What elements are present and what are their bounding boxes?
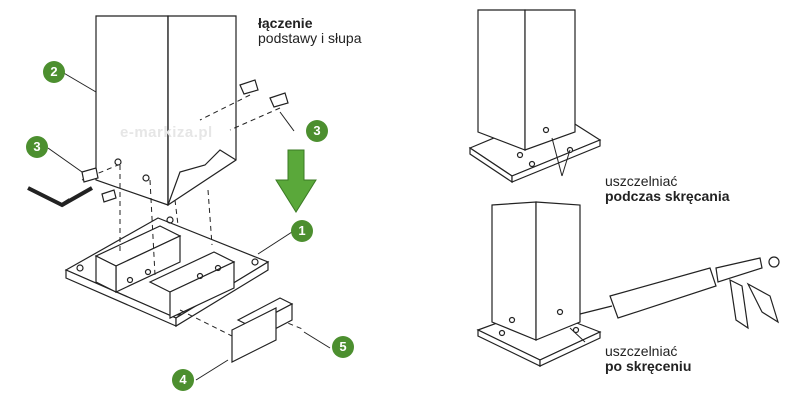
watermark: e-markiza.pl bbox=[120, 124, 213, 141]
end-cap-drawing bbox=[231, 297, 294, 363]
callout-screw-left: 3 bbox=[26, 136, 48, 158]
caulking-gun bbox=[609, 267, 717, 319]
assembly-caption-line1: łączenie bbox=[258, 15, 313, 31]
seal-during-caption-line1: uszczelniać bbox=[605, 173, 678, 189]
callout-cover-plate: 4 bbox=[172, 369, 194, 391]
seal-after-caption: uszczelniać po skręceniu bbox=[605, 344, 691, 374]
screws-drawing bbox=[81, 79, 289, 203]
seal-after-caption-line1: uszczelniać bbox=[605, 343, 678, 359]
direction-arrow bbox=[275, 149, 317, 213]
seal-after-caption-line2: po skręceniu bbox=[605, 358, 692, 374]
base-plate-drawing bbox=[64, 216, 270, 328]
assembly-caption-line2: podstawy i słupa bbox=[258, 30, 362, 46]
callout-screw-right: 3 bbox=[306, 120, 328, 142]
seal-during-caption: uszczelniać podczas skręcania bbox=[605, 174, 730, 204]
sealing-after-drawing bbox=[476, 201, 780, 367]
callout-base-plate: 1 bbox=[291, 220, 313, 242]
post-drawing bbox=[95, 15, 237, 207]
assembly-caption: łączenie podstawy i słupa bbox=[258, 16, 362, 46]
sealing-during-drawing bbox=[468, 9, 602, 184]
callout-post: 2 bbox=[43, 61, 65, 83]
callout-end-cap: 5 bbox=[332, 336, 354, 358]
seal-during-caption-line2: podczas skręcania bbox=[605, 188, 730, 204]
